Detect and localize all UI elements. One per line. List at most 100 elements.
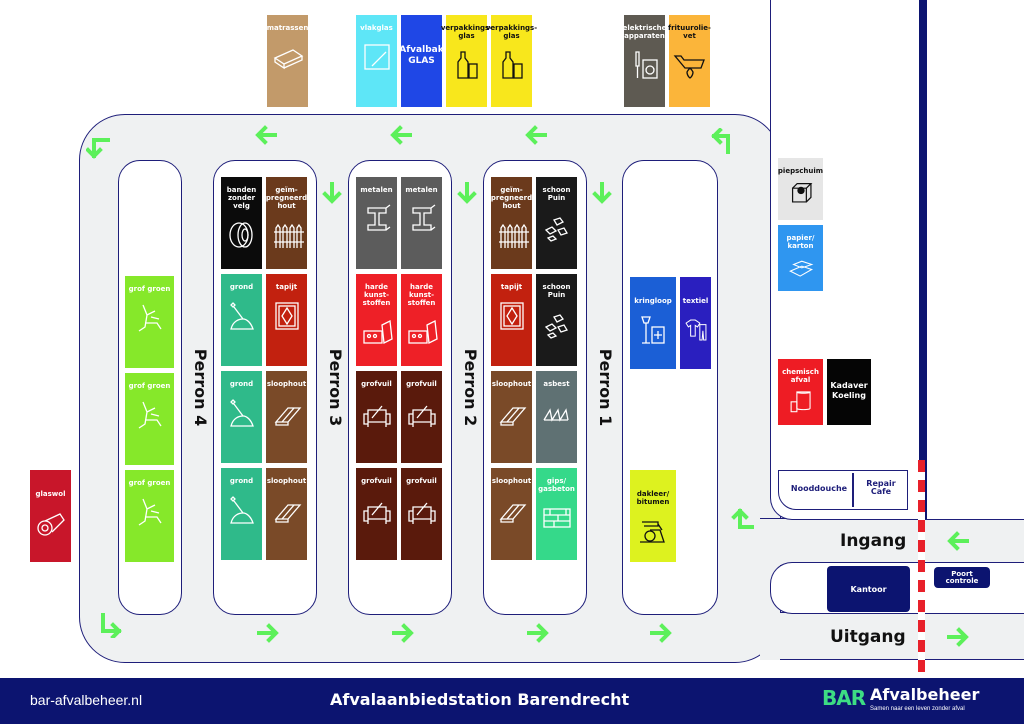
bin-perron-1-4[interactable]: schoon Puin — [536, 274, 577, 366]
bin-perron-3-6[interactable]: sloophout — [266, 371, 307, 463]
rubble-icon — [540, 210, 574, 244]
entrance-lane — [760, 518, 1024, 566]
arrow-down-icon — [589, 180, 615, 206]
bin-label: glaswol — [35, 490, 66, 498]
bin-perron-2-5[interactable]: grofvuil — [356, 371, 397, 463]
rubble-icon — [540, 307, 574, 341]
nooddouche-repair-box — [778, 470, 908, 510]
bin-perron-1-3[interactable]: tapijt — [491, 274, 532, 366]
bin-perron-2-8[interactable]: grofvuil — [401, 468, 442, 560]
bin-label: piepschuim — [777, 167, 824, 175]
bin-perron-1-5[interactable]: sloophout — [491, 371, 532, 463]
armchair-icon — [360, 493, 394, 527]
bin-perron-3-1[interactable]: banden zonder velg — [221, 177, 262, 269]
beam-icon — [405, 202, 439, 236]
uitgang-label: Uitgang — [830, 627, 906, 647]
bin-perron-3-7[interactable]: grond — [221, 468, 262, 560]
armchair-icon — [405, 493, 439, 527]
bin-perron-2-2[interactable]: metalen — [401, 177, 442, 269]
branches-icon — [133, 301, 167, 335]
arrow-left-icon — [388, 122, 414, 148]
arrow-right-icon — [945, 624, 971, 650]
shovel-icon — [225, 396, 259, 430]
arrow-upturn-icon — [730, 505, 756, 531]
branches-icon — [133, 398, 167, 432]
bin-kadaver-koeling[interactable]: Kadaver Koeling — [827, 359, 871, 425]
bin-label: Afvalbak GLAS — [399, 45, 444, 66]
bin-perron-4-2[interactable]: grof groen — [125, 373, 174, 465]
bin-label: verpakkings- glas — [440, 24, 493, 40]
gate-line — [918, 460, 925, 678]
bin-perron-2-6[interactable]: grofvuil — [401, 371, 442, 463]
bin-perron-4-1[interactable]: grof groen — [125, 276, 174, 368]
fence-icon — [270, 218, 304, 252]
bin-chemisch-afval[interactable]: chemisch afval — [778, 359, 823, 425]
armchair-icon — [360, 396, 394, 430]
bin-matrassen[interactable]: matrassen — [267, 15, 308, 107]
bin-perron-1-1[interactable]: geïm- pregneerd hout — [491, 177, 532, 269]
bin-label: grond — [229, 283, 254, 291]
bin-perron-2-1[interactable]: metalen — [356, 177, 397, 269]
kantoor-building[interactable]: Kantoor — [827, 566, 910, 612]
insulation-roll-icon — [34, 506, 68, 540]
bin-perron-1-6[interactable]: asbest — [536, 371, 577, 463]
styrofoam-box-icon — [788, 179, 814, 205]
clothes-icon — [683, 313, 709, 347]
bin-label: matrassen — [266, 24, 309, 32]
bin-label: geïm- pregneerd hout — [265, 186, 308, 210]
logo-tagline: Samen naar een leven zonder afval — [870, 706, 965, 712]
repair-cafe-label: Repair Cafe — [866, 479, 896, 496]
bin-vlakglas[interactable]: vlakglas — [356, 15, 397, 107]
planks-icon — [270, 396, 304, 430]
arrow-left-icon — [945, 528, 971, 554]
bin-perron-2-4[interactable]: harde kunst- stoffen — [401, 274, 442, 366]
arrow-right-icon — [390, 620, 416, 646]
bin-label: tapijt — [275, 283, 298, 291]
bin-label: grofvuil — [406, 380, 437, 388]
bin-kringloop[interactable]: kringloop — [630, 277, 676, 369]
bin-perron-2-3[interactable]: harde kunst- stoffen — [356, 274, 397, 366]
bin-piepschuim[interactable]: piepschuim — [778, 158, 823, 220]
arrow-left-icon — [253, 122, 279, 148]
bin-verpakkingsglas-2[interactable]: verpakkings- glas — [486, 15, 537, 107]
bin-perron-3-5[interactable]: grond — [221, 371, 262, 463]
bin-glaswol[interactable]: glaswol — [30, 470, 71, 562]
bin-perron-3-3[interactable]: grond — [221, 274, 262, 366]
bin-dakleer-bitumen[interactable]: dakleer/ bitumen — [630, 470, 676, 562]
bin-perron-1-2[interactable]: schoon Puin — [536, 177, 577, 269]
website-link[interactable]: bar-afvalbeheer.nl — [30, 692, 143, 708]
bin-label: grofvuil — [406, 477, 437, 485]
bin-perron-1-7[interactable]: sloophout — [491, 468, 532, 560]
bin-perron-4-3[interactable]: grof groen — [125, 470, 174, 562]
bin-label: schoon Puin — [542, 283, 571, 299]
tire-icon — [225, 218, 259, 252]
poortcontrole-box[interactable]: Poort controle — [934, 567, 990, 588]
bin-label: metalen — [405, 186, 438, 194]
bin-label: kringloop — [634, 297, 672, 305]
bin-label: gips/ gasbeton — [538, 477, 575, 493]
arrow-right-icon — [525, 620, 551, 646]
bin-label: chemisch afval — [782, 368, 819, 384]
planks-icon — [270, 493, 304, 527]
bin-label: sloophout — [266, 380, 307, 388]
nooddouche-label: Nooddouche — [790, 484, 848, 493]
bin-perron-3-4[interactable]: tapijt — [266, 274, 307, 366]
flat-glass-icon — [360, 40, 394, 74]
roofing-torch-icon — [636, 514, 670, 548]
wall-icon — [540, 501, 574, 535]
bin-label: elektrische apparaten — [622, 24, 667, 40]
bin-perron-3-8[interactable]: sloophout — [266, 468, 307, 560]
bin-elektrische-apparaten[interactable]: elektrische apparaten — [623, 15, 666, 107]
bin-papier-karton[interactable]: papier/ karton — [778, 225, 823, 291]
bin-label: verpakkings- glas — [485, 24, 538, 40]
perron-4-label: Perron 4 — [191, 348, 211, 427]
bin-verpakkingsglas-1[interactable]: verpakkings- glas — [441, 15, 492, 107]
bin-perron-2-7[interactable]: grofvuil — [356, 468, 397, 560]
bin-afvalbak-glas[interactable]: Afvalbak GLAS — [399, 15, 444, 107]
arrow-right-icon — [255, 620, 281, 646]
bin-frituurolie-vet[interactable]: frituurolie- vet — [668, 15, 711, 107]
bin-perron-1-8[interactable]: gips/ gasbeton — [536, 468, 577, 560]
bin-perron-3-2[interactable]: geïm- pregneerd hout — [266, 177, 307, 269]
bin-textiel[interactable]: textiel — [680, 277, 711, 369]
bin-label: schoon Puin — [542, 186, 571, 202]
